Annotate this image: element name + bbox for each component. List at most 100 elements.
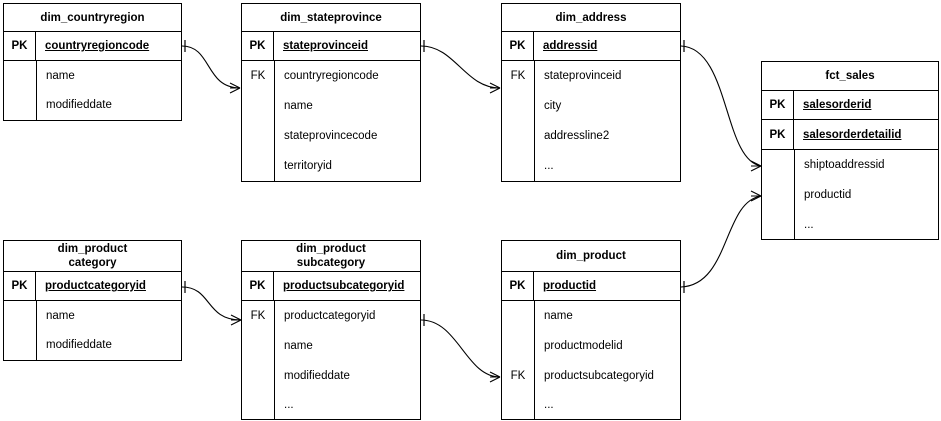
key-column: FK <box>502 301 535 419</box>
attribute-city: city <box>544 100 562 112</box>
entity-title-text-line1: dim_product <box>57 243 128 255</box>
attribute-stateprovinceid: stateprovinceid <box>283 40 368 52</box>
key-label-pk: PK <box>502 272 534 300</box>
entity-title-text: dim_countryregion <box>40 11 145 24</box>
entity-dim-address[interactable]: dim_address PK addressid FK stateprovinc… <box>501 3 681 182</box>
attribute-ellipsis: ... <box>544 399 554 411</box>
entity-title-fct-sales: fct_sales <box>762 62 938 91</box>
key-column: FK <box>242 61 275 181</box>
pk-row-addressid[interactable]: PK addressid <box>502 32 680 61</box>
attribute-modifieddate: modifieddate <box>284 370 350 382</box>
key-label-pk: PK <box>242 272 274 300</box>
attribute-countryregioncode: countryregioncode <box>284 70 379 82</box>
pk-row-countryregioncode[interactable]: PK countryregioncode <box>4 32 181 61</box>
attribute-name: name <box>284 100 313 112</box>
entity-dim-productcategory[interactable]: dim_product category PK productcategoryi… <box>3 240 182 361</box>
key-label-pk: PK <box>4 272 36 300</box>
key-label-pk-1: PK <box>762 91 794 119</box>
entity-title-dim-product: dim_product <box>502 241 680 272</box>
attribute-addressline2: addressline2 <box>544 130 610 142</box>
entity-title-text: dim_product <box>556 250 626 262</box>
attributes-body: FK name productmodelid productsubcategor… <box>502 301 680 419</box>
relationship-productsubcategory-to-product <box>420 314 501 383</box>
entity-title-text: dim_address <box>555 11 627 24</box>
entity-dim-productsubcategory[interactable]: dim_product subcategory PK productsubcat… <box>241 240 421 420</box>
attribute-productcategoryid: productcategoryid <box>284 310 376 322</box>
relationship-countryregion-to-stateprovince <box>181 40 241 94</box>
attribute-column: countryregioncode name stateprovincecode… <box>275 61 420 181</box>
key-column: FK <box>502 61 535 181</box>
pk-row-salesorderdetailid[interactable]: PK salesorderdetailid <box>762 120 938 150</box>
attribute-territoryid: territoryid <box>284 160 332 172</box>
attributes-body: shiptoaddressid productid ... <box>762 150 938 239</box>
attribute-stateprovinceid: stateprovinceid <box>544 70 622 82</box>
attributes-body: FK stateprovinceid city addressline2 ... <box>502 61 680 181</box>
attribute-name: name <box>46 69 75 82</box>
pk-row-productcategoryid[interactable]: PK productcategoryid <box>4 272 181 301</box>
key-column <box>762 150 795 239</box>
key-label-fk: FK <box>510 70 526 82</box>
attribute-ellipsis: ... <box>804 218 814 231</box>
key-column: FK <box>242 301 275 419</box>
key-spacer-2 <box>502 331 534 361</box>
key-label-fk: FK <box>510 370 526 382</box>
attribute-stateprovincecode: stateprovincecode <box>284 130 378 142</box>
entity-dim-product[interactable]: dim_product PK productid FK name product… <box>501 240 681 420</box>
entity-title-text: dim_stateprovince <box>280 11 382 24</box>
attributes-body: name modifieddate <box>4 301 181 360</box>
entity-title-dim-stateprovince: dim_stateprovince <box>242 4 420 32</box>
relationship-product-to-fctsales <box>680 190 762 293</box>
attribute-column: stateprovinceid city addressline2 ... <box>535 61 680 181</box>
attribute-productid: productid <box>804 189 852 201</box>
attribute-ellipsis: ... <box>284 399 294 411</box>
key-label-pk: PK <box>502 32 534 60</box>
key-label-pk: PK <box>242 32 274 60</box>
entity-title-text-line2: subcategory <box>296 257 366 269</box>
key-label-fk: FK <box>250 310 266 322</box>
pk-row-productid[interactable]: PK productid <box>502 272 680 301</box>
entity-dim-countryregion[interactable]: dim_countryregion PK countryregioncode n… <box>3 3 182 121</box>
attribute-countryregioncode: countryregioncode <box>45 40 150 52</box>
key-column <box>4 61 37 120</box>
attribute-productsubcategoryid: productsubcategoryid <box>544 370 654 382</box>
entity-title-dim-productsubcategory: dim_product subcategory <box>242 241 420 272</box>
relationship-stateprovince-to-address <box>420 40 501 94</box>
attribute-salesorderdetailid: salesorderdetailid <box>803 128 902 141</box>
attribute-ellipsis: ... <box>544 160 554 172</box>
pk-row-productsubcategoryid[interactable]: PK productsubcategoryid <box>242 272 420 301</box>
attribute-modifieddate: modifieddate <box>46 99 112 111</box>
attribute-addressid: addressid <box>543 40 598 52</box>
attribute-productsubcategoryid: productsubcategoryid <box>283 280 405 292</box>
entity-title-text-line2: category <box>68 257 117 269</box>
attribute-productmodelid: productmodelid <box>544 340 623 352</box>
key-spacer-1 <box>502 301 534 331</box>
attribute-column: shiptoaddressid productid ... <box>795 150 938 239</box>
entity-dim-stateprovince[interactable]: dim_stateprovince PK stateprovinceid FK … <box>241 3 421 182</box>
pk-row-salesorderid[interactable]: PK salesorderid <box>762 91 938 120</box>
pk-row-stateprovinceid[interactable]: PK stateprovinceid <box>242 32 420 61</box>
key-label-fk: FK <box>250 70 266 82</box>
attribute-modifieddate: modifieddate <box>46 339 112 351</box>
attribute-name: name <box>544 310 573 322</box>
attributes-body: name modifieddate <box>4 61 181 120</box>
entity-fct-sales[interactable]: fct_sales PK salesorderid PK salesorderd… <box>761 61 939 240</box>
attribute-salesorderid: salesorderid <box>803 99 872 111</box>
attribute-column: productcategoryid name modifieddate ... <box>275 301 420 419</box>
entity-title-dim-countryregion: dim_countryregion <box>4 4 181 32</box>
relationship-productcategory-to-productsubcategory <box>181 281 242 326</box>
relationship-address-to-fctsales <box>680 40 762 172</box>
attribute-shiptoaddressid: shiptoaddressid <box>804 159 885 171</box>
attribute-productcategoryid: productcategoryid <box>45 280 146 292</box>
attribute-column: name modifieddate <box>37 301 181 360</box>
key-column <box>4 301 37 360</box>
attribute-productid: productid <box>543 280 597 292</box>
key-label-pk: PK <box>4 32 36 60</box>
attribute-name: name <box>284 340 313 352</box>
entity-title-text-line1: dim_product <box>296 243 366 255</box>
entity-title-dim-productcategory: dim_product category <box>4 241 181 272</box>
key-label-pk-2: PK <box>762 120 794 149</box>
entity-title-dim-address: dim_address <box>502 4 680 32</box>
attributes-body: FK productcategoryid name modifieddate .… <box>242 301 420 419</box>
attribute-column: name modifieddate <box>37 61 181 120</box>
